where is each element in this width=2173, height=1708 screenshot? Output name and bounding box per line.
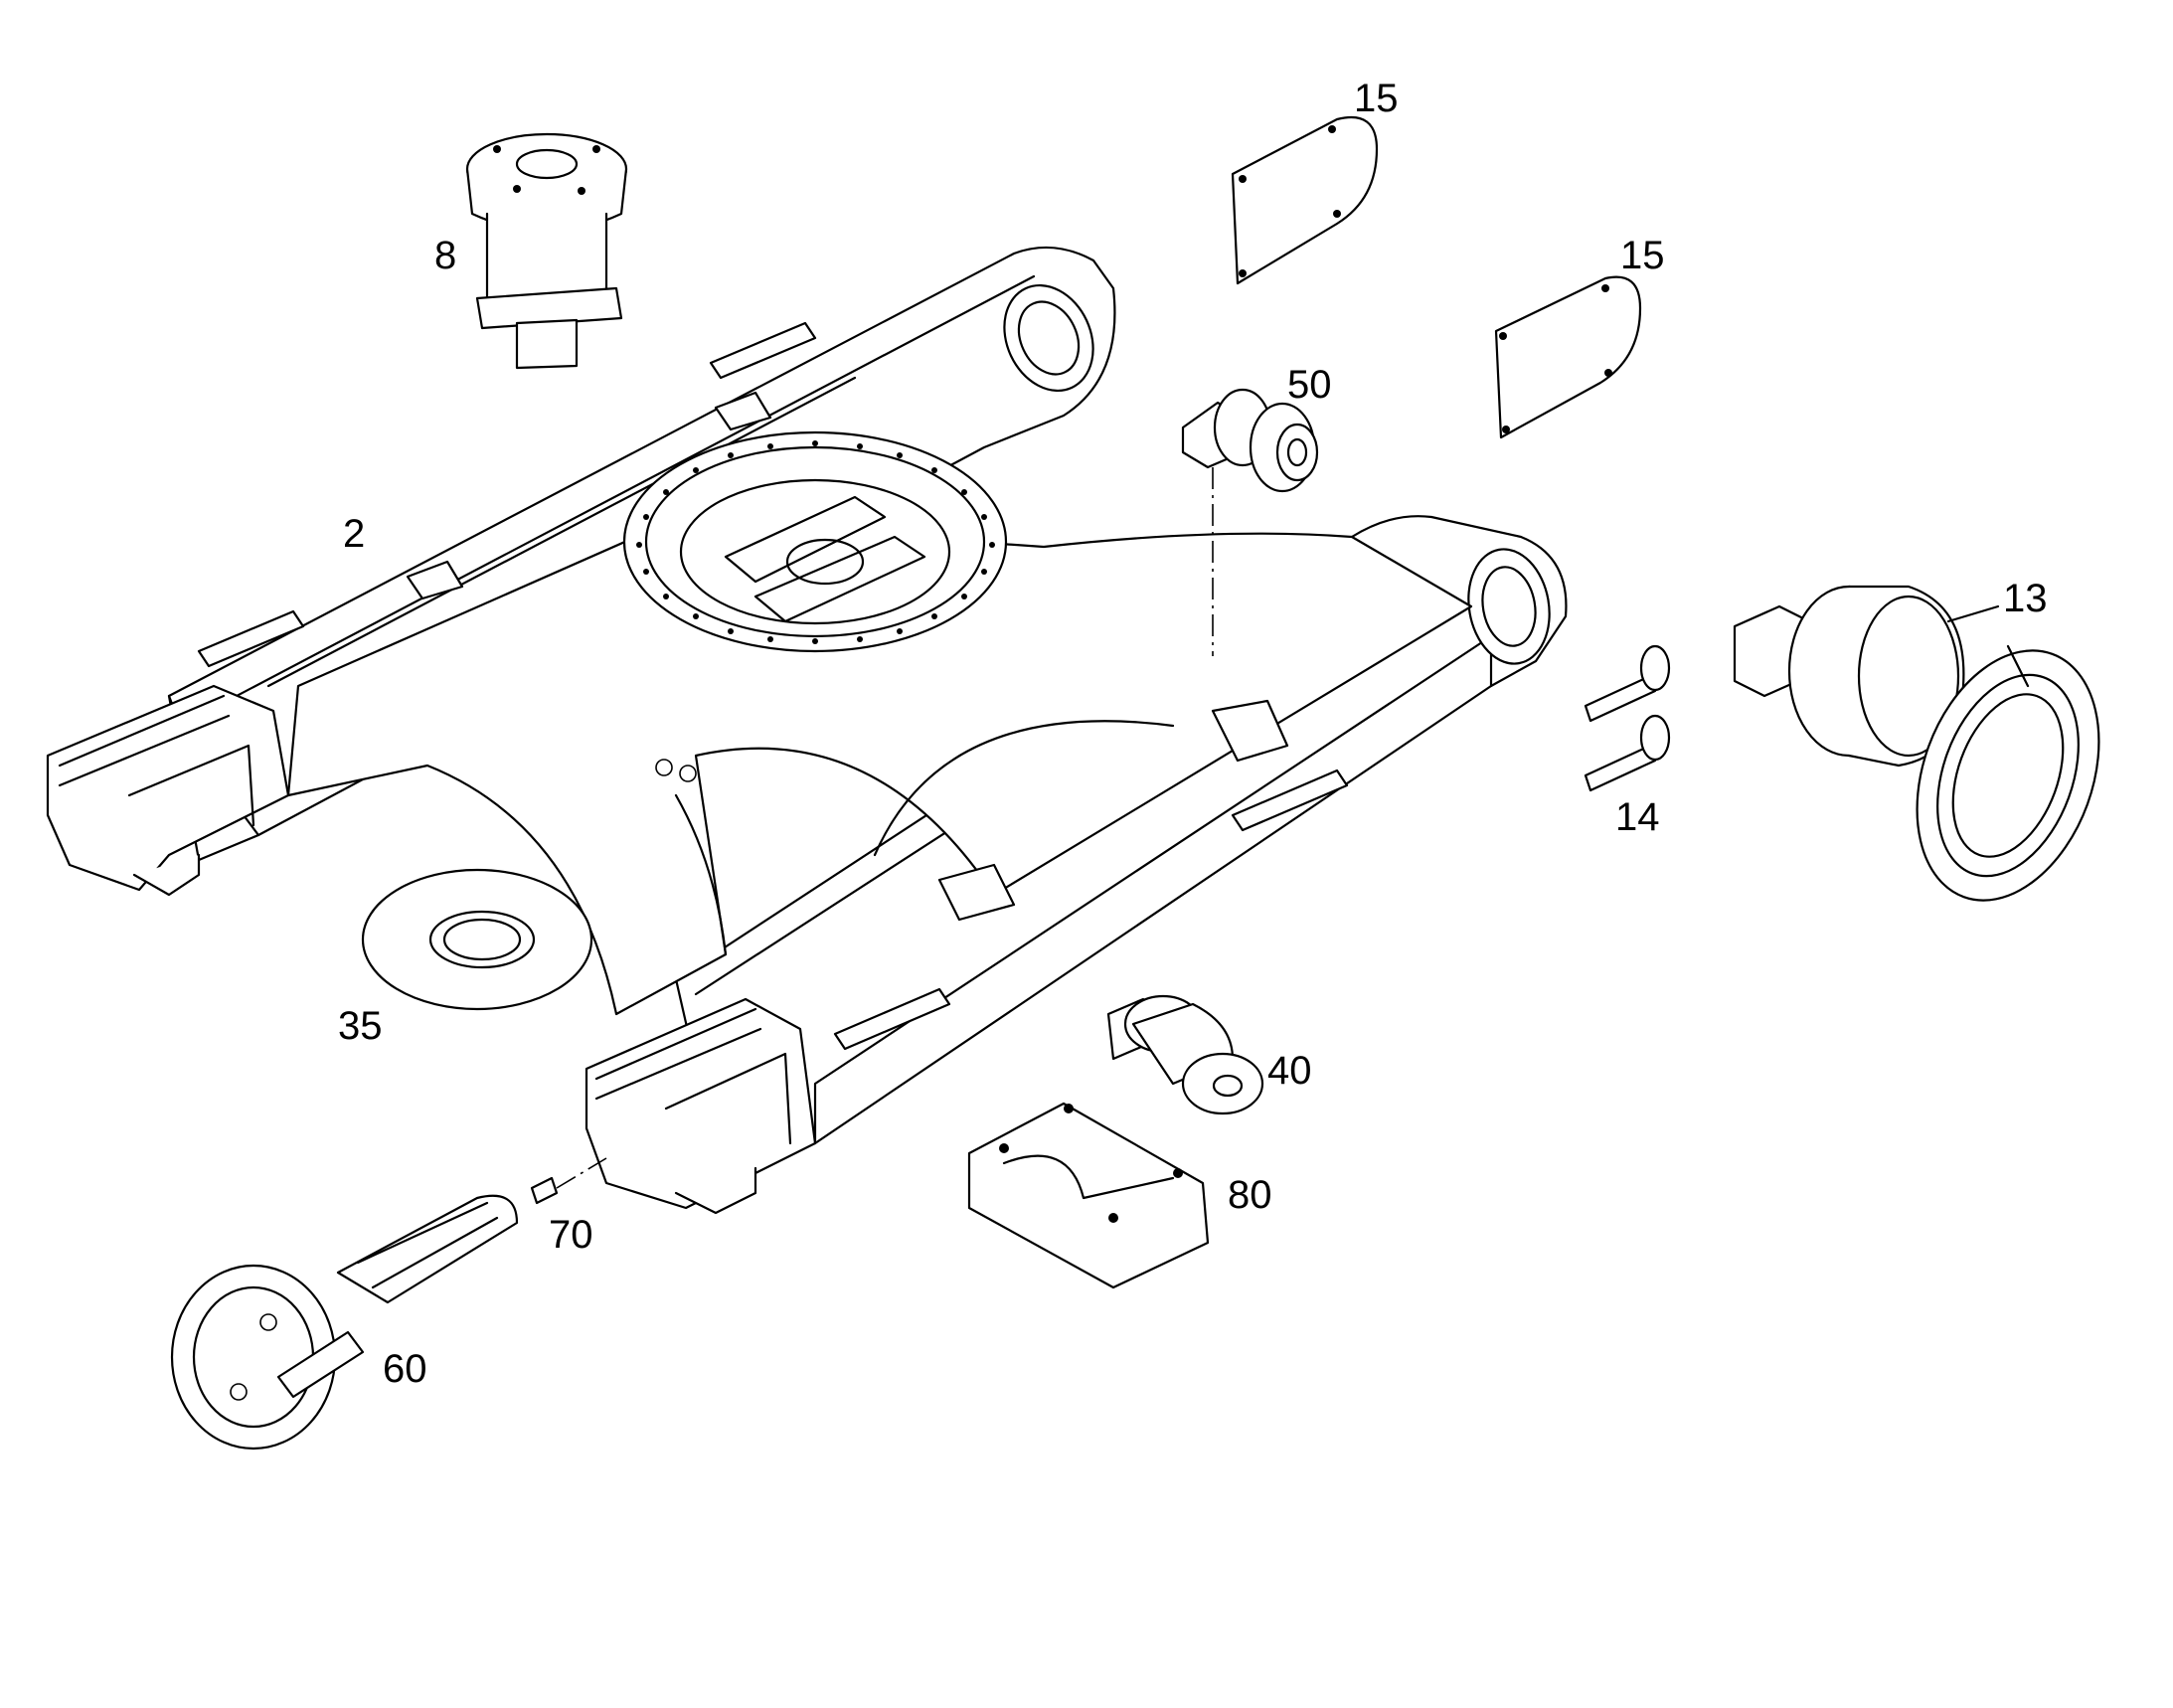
callout-swivel-joint: 8 [434, 234, 456, 277]
callout-cover-plate-top: 15 [1354, 77, 1399, 120]
cover-disc [361, 868, 593, 1011]
callout-frame: 2 [343, 512, 365, 556]
callout-roller-guard: 80 [1228, 1173, 1272, 1217]
swivel-joint [465, 132, 628, 370]
cover-plate-right [1494, 275, 1642, 439]
undercarriage-frame [46, 246, 1568, 1215]
carrier-roller [1181, 388, 1319, 493]
callout-idler-tensioner: 60 [383, 1347, 427, 1391]
callout-travel-motor: 13 [2003, 577, 2048, 620]
bearing-bolt-holes [636, 440, 995, 644]
grease-fitting [530, 1176, 559, 1205]
travel-motor [1733, 585, 1965, 768]
cover-plate-top [1231, 115, 1379, 285]
idler-tensioner [170, 1194, 519, 1451]
callout-cover-plate-right: 15 [1620, 234, 1665, 277]
studs [1584, 644, 1671, 792]
track-roller [1106, 994, 1264, 1115]
callout-cover-disc: 35 [338, 1004, 383, 1048]
callout-track-roller: 40 [1267, 1049, 1312, 1093]
drive-sprocket [1916, 649, 2100, 902]
callout-studs: 14 [1615, 795, 1660, 839]
callout-carrier-roller: 50 [1287, 363, 1332, 407]
callout-grease-fitting: 70 [549, 1213, 593, 1257]
roller-guard [967, 1102, 1210, 1289]
